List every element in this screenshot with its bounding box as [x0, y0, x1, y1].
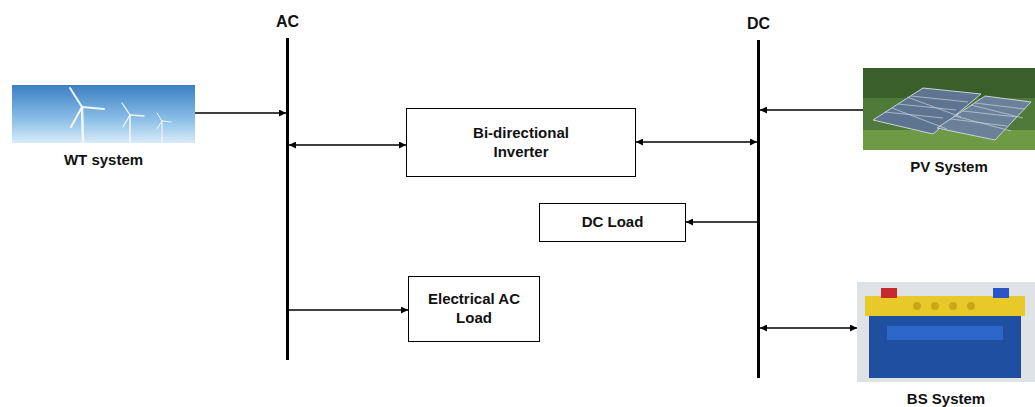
drawing-part: [130, 115, 144, 116]
drawing-part: [162, 121, 171, 122]
drawing-part: [949, 302, 957, 310]
drawing-part: [913, 302, 921, 310]
wind-turbine-system: WT system: [12, 85, 195, 167]
trees: [863, 68, 1035, 150]
drawing-part: [82, 107, 83, 143]
ac-load-box: Electrical AC Load: [408, 276, 540, 342]
drawing-part: [963, 111, 1017, 117]
sky: [12, 85, 195, 143]
drawing-part: [907, 97, 961, 117]
bus-label: DC: [747, 14, 770, 34]
drawing-part: [911, 96, 968, 102]
drawing-part: [967, 302, 975, 310]
lid-caps: [913, 302, 975, 310]
system-caption: WT system: [12, 151, 195, 170]
wind-turbine-picture: [12, 85, 195, 143]
backdrop: [857, 282, 1035, 382]
power-arrow: [686, 221, 757, 223]
drawing-part: [898, 104, 956, 110]
solar-panel-picture: [863, 68, 1035, 150]
double-arrow: [636, 141, 757, 143]
drawing-part: [955, 116, 1011, 131]
drawing-part: [122, 103, 130, 115]
box-label: Bi-directional Inverter: [456, 124, 586, 162]
system-caption: BS System: [857, 390, 1035, 407]
drawing-part: [161, 121, 162, 143]
turbine: [70, 88, 171, 143]
battery-label: [887, 326, 1003, 340]
system-caption: PV System: [863, 158, 1035, 177]
drawing-part: [971, 105, 1023, 118]
drawing-part: [70, 88, 82, 107]
drawing-part: [71, 107, 82, 127]
terminal-red: [881, 288, 897, 298]
grass: [863, 130, 1035, 150]
power-arrow: [760, 109, 863, 111]
battery-lid: [865, 296, 1025, 316]
power-arrow: [289, 309, 408, 311]
battery-body: [869, 312, 1021, 378]
battery-picture: [857, 282, 1035, 382]
drawing-part: [82, 107, 104, 109]
drawing-part: [937, 96, 1031, 140]
double-arrow: [760, 327, 857, 329]
bus-label: AC: [276, 12, 299, 32]
drawing-part: [931, 302, 939, 310]
drawing-part: [892, 108, 947, 129]
drawing-part: [129, 115, 131, 143]
box-label: DC Load: [582, 213, 644, 232]
drawing-part: [885, 112, 943, 118]
panels: [873, 88, 1031, 140]
double-arrow: [289, 144, 406, 146]
terminal-blue: [993, 288, 1009, 298]
drawing-part: [885, 96, 1025, 131]
battery-system: BS System: [857, 282, 1035, 406]
inverter-box: Bi-directional Inverter: [406, 108, 636, 177]
power-arrow: [195, 112, 286, 114]
pv-system: PV System: [863, 68, 1035, 174]
box-label: Electrical AC Load: [416, 290, 532, 328]
drawing-part: [157, 113, 162, 121]
drawing-part: [157, 121, 162, 129]
drawing-part: [123, 115, 130, 127]
dc-bus: DC: [757, 40, 760, 378]
ac-bus: AC: [286, 38, 289, 360]
dc-load-box: DC Load: [539, 203, 686, 242]
